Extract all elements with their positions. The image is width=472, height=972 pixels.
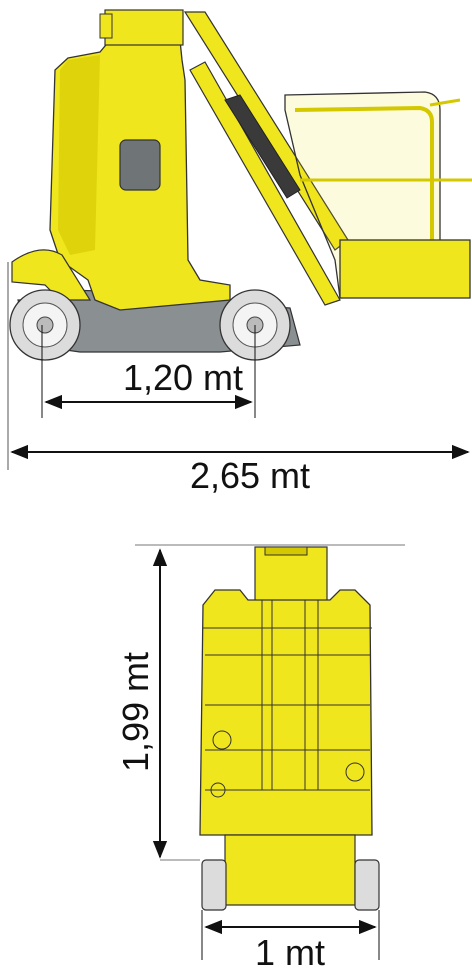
- wheelbase-label: 1,20 mt: [123, 357, 243, 398]
- side-platform-basket: [284, 91, 472, 299]
- side-top-block: [104, 9, 184, 46]
- front-mast-cap: [264, 546, 308, 556]
- front-body-panels: [203, 600, 372, 798]
- width-label: 1 mt: [255, 932, 325, 972]
- side-view: 1,20 mt 2,65 mt: [7, 9, 472, 496]
- side-window: [119, 139, 161, 191]
- length-label: 2,65 mt: [190, 455, 310, 496]
- front-view: 1,99 mt 1 mt: [115, 544, 405, 972]
- front-left-tire: [201, 859, 227, 911]
- front-right-tire: [354, 859, 380, 911]
- side-body-shade: [58, 55, 100, 255]
- side-boom-lower-arm: [189, 61, 341, 306]
- front-lower-base: [224, 834, 356, 906]
- height-label: 1,99 mt: [115, 652, 156, 772]
- side-top-cap: [99, 13, 113, 39]
- side-front-wheel: [9, 289, 81, 361]
- front-main-body: [199, 589, 373, 836]
- side-hydraulic-cylinder: [224, 94, 301, 199]
